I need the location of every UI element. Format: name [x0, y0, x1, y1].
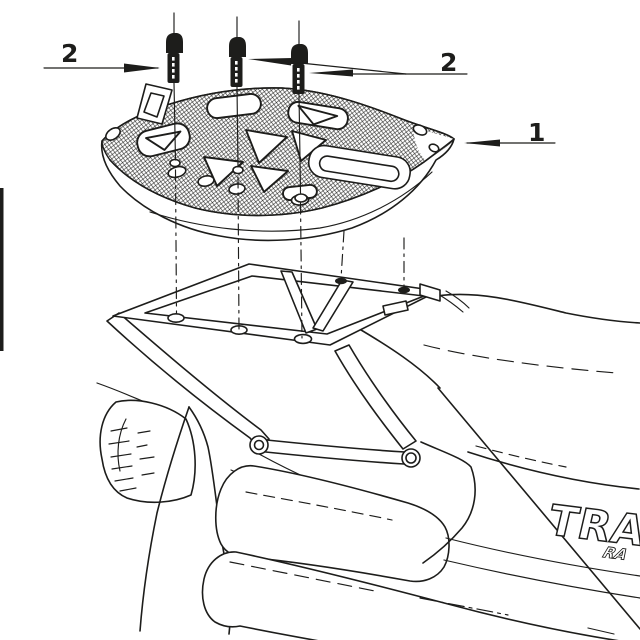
callout-2-left: 2	[43, 39, 160, 73]
rear-fender	[99, 399, 196, 504]
frame-hole-5	[398, 286, 410, 294]
leader-arrow-icon	[309, 69, 353, 77]
plate-cutout-triangle	[245, 129, 288, 164]
exhaust-mufflers	[201, 464, 640, 640]
screw-centerline	[299, 202, 303, 339]
model-subtext: RA	[601, 544, 631, 564]
plate-handle-slot	[307, 144, 411, 190]
brand-subtext: RA	[600, 543, 631, 564]
leader-arrow-icon	[124, 63, 160, 73]
callout-2-left-label: 2	[61, 39, 78, 68]
side-panel-edge	[437, 387, 640, 630]
alignment-centerline-4	[340, 230, 345, 280]
plate-screw-hole-3	[294, 193, 308, 203]
upper-muffler	[214, 464, 450, 583]
callout-1-label: 1	[528, 118, 545, 147]
screw-head	[291, 44, 308, 64]
fender-hatching	[108, 427, 155, 492]
plate-screw-hole-1	[169, 158, 181, 168]
frame-hole-1	[167, 312, 185, 323]
frame-hole-3	[293, 333, 313, 345]
screw-shaft	[167, 53, 180, 83]
callout-2-right: 2	[248, 48, 468, 77]
scan-artifact-bar	[0, 188, 4, 351]
mounting-screw-3	[291, 20, 308, 339]
mounting-screws	[166, 12, 405, 339]
screw-centerline	[237, 176, 240, 330]
tail-top-line	[436, 293, 640, 324]
plate-cutout-triangle	[250, 165, 289, 193]
bracket-left-leg	[106, 312, 270, 448]
screw-shaft	[292, 64, 305, 94]
plate-cutout-slot	[206, 92, 262, 120]
plate-rim-holes	[105, 124, 440, 206]
mounting-screw-2	[229, 16, 246, 330]
bracket-right-leg	[334, 344, 417, 450]
frame-hole-4	[335, 277, 347, 285]
screw-shaft	[230, 57, 243, 87]
screw-head	[166, 33, 183, 53]
leader-arrow-icon	[464, 139, 500, 147]
plate-stop-bracket	[136, 83, 173, 125]
screw-centerline	[174, 169, 178, 314]
top-plate	[100, 83, 455, 242]
mounting-screw-1	[166, 12, 183, 314]
bracket-cross-strut	[255, 438, 406, 465]
screw-head	[229, 37, 246, 57]
leader-arrow-icon	[248, 58, 292, 66]
callout-2-right-label: 2	[440, 48, 457, 77]
fender-sail-left-edge	[139, 406, 190, 632]
lower-muffler	[201, 551, 620, 640]
panel-seam-line	[423, 344, 617, 374]
rack-bracket	[106, 263, 470, 468]
callout-1: 1	[464, 118, 556, 147]
